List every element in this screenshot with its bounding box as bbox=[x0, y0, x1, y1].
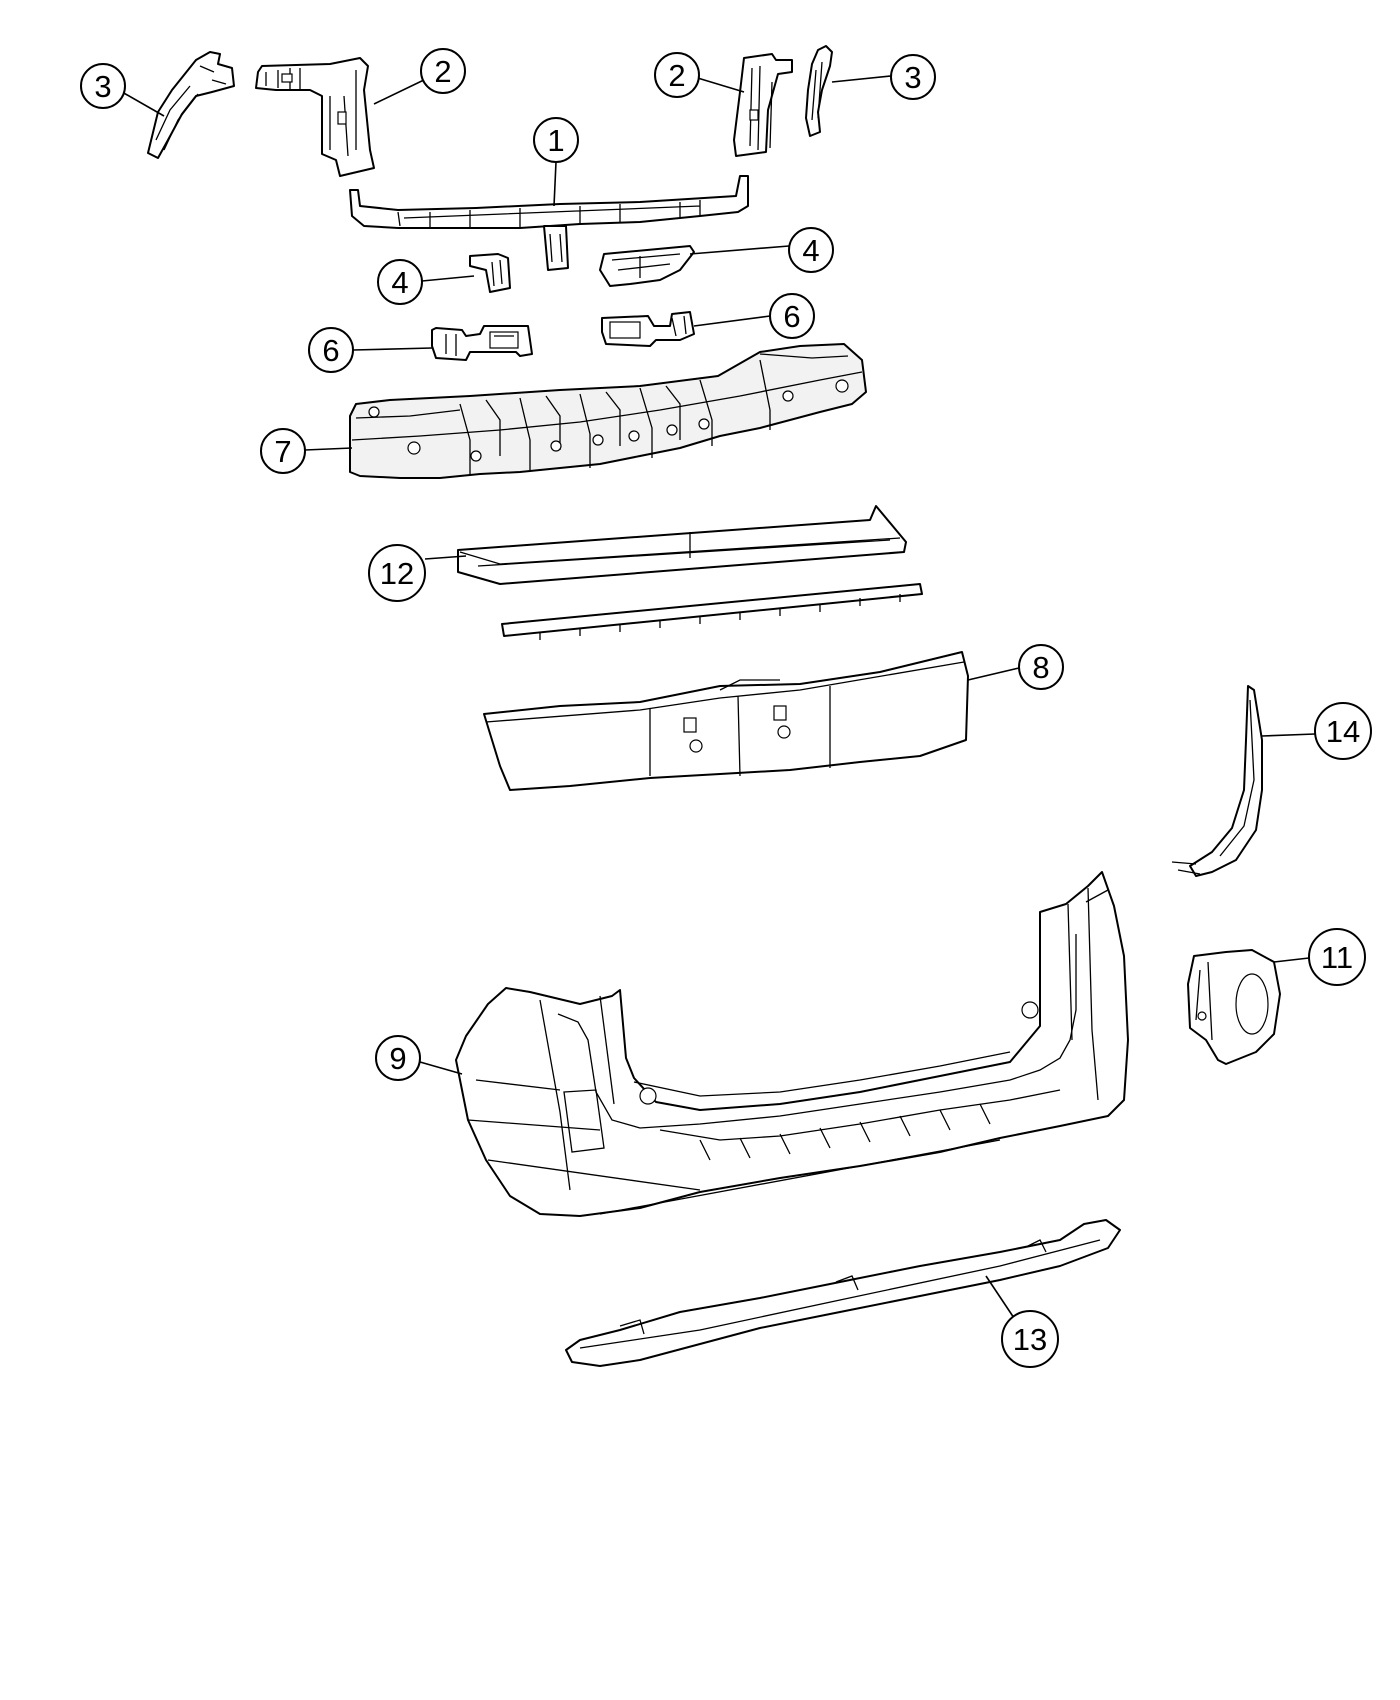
callout-8: 8 bbox=[1018, 644, 1064, 690]
leader-c2b bbox=[690, 75, 745, 93]
part-12-step-pad bbox=[457, 505, 907, 585]
part-6-left-isolator bbox=[431, 325, 533, 361]
leader-c4a bbox=[421, 275, 475, 282]
part-8-rear-trim-panel bbox=[483, 651, 969, 791]
part-11-closeout bbox=[1187, 949, 1281, 1065]
callout-7-label: 7 bbox=[274, 434, 291, 469]
leader-c4b bbox=[689, 245, 790, 255]
callout-4-left: 4 bbox=[377, 259, 423, 305]
leader-c3b bbox=[831, 75, 892, 83]
part-6-right-isolator bbox=[601, 311, 695, 347]
leader-c2a bbox=[373, 77, 429, 105]
callout-3-left-label: 3 bbox=[94, 69, 111, 104]
callout-13-label: 13 bbox=[1013, 1322, 1047, 1357]
leader-c14 bbox=[1261, 733, 1316, 737]
callout-6-right: 6 bbox=[769, 293, 815, 339]
callout-2-left: 2 bbox=[420, 48, 466, 94]
part-2-right-bracket bbox=[733, 53, 793, 157]
callout-9-label: 9 bbox=[389, 1041, 406, 1076]
leader-c7 bbox=[304, 447, 353, 451]
part-strip bbox=[501, 583, 923, 640]
callout-8-label: 8 bbox=[1032, 650, 1049, 685]
callout-2-right-label: 2 bbox=[668, 58, 685, 93]
callout-11: 11 bbox=[1308, 928, 1366, 986]
part-4-right-shield bbox=[599, 245, 695, 287]
part-3-right-bracket-end bbox=[805, 45, 833, 137]
callout-12: 12 bbox=[368, 544, 426, 602]
leader-c1 bbox=[553, 161, 557, 207]
callout-1: 1 bbox=[533, 117, 579, 163]
part-1-upper-reinforcement bbox=[349, 175, 749, 271]
part-2-left-bracket bbox=[255, 57, 375, 177]
callout-7: 7 bbox=[260, 428, 306, 474]
callout-11-label: 11 bbox=[1321, 940, 1353, 975]
callout-2-left-label: 2 bbox=[434, 54, 451, 89]
part-9-rear-fascia bbox=[455, 871, 1129, 1217]
leader-c3a bbox=[121, 91, 165, 117]
callout-12-label: 12 bbox=[380, 556, 414, 591]
leader-c11 bbox=[1273, 957, 1310, 963]
part-3-left-bracket-end bbox=[147, 51, 235, 159]
callout-6-left-label: 6 bbox=[322, 333, 339, 368]
leader-c9 bbox=[419, 1061, 463, 1075]
callout-4-left-label: 4 bbox=[391, 265, 408, 300]
part-7-energy-absorber-beam bbox=[349, 343, 867, 479]
leader-lines bbox=[121, 75, 1316, 1325]
callout-3-right-label: 3 bbox=[904, 60, 921, 95]
callout-14: 14 bbox=[1314, 702, 1372, 760]
part-13-lower-fascia bbox=[565, 1219, 1121, 1367]
callout-9: 9 bbox=[375, 1035, 421, 1081]
leader-c6a bbox=[352, 347, 433, 351]
callout-1-label: 1 bbox=[547, 123, 564, 158]
leader-c12 bbox=[424, 555, 467, 560]
callout-4-right: 4 bbox=[788, 227, 834, 273]
callout-6-right-label: 6 bbox=[783, 299, 800, 334]
part-14-flare bbox=[1171, 685, 1263, 877]
callout-4-right-label: 4 bbox=[802, 233, 819, 268]
callout-6-left: 6 bbox=[308, 327, 354, 373]
callout-14-label: 14 bbox=[1326, 714, 1360, 749]
part-4-left-shield bbox=[469, 253, 511, 293]
callout-3-left: 3 bbox=[80, 63, 126, 109]
callout-13: 13 bbox=[1001, 1310, 1059, 1368]
callout-3-right: 3 bbox=[890, 54, 936, 100]
callout-2-right: 2 bbox=[654, 52, 700, 98]
leader-c8 bbox=[967, 667, 1020, 681]
leader-c6b bbox=[693, 315, 771, 327]
